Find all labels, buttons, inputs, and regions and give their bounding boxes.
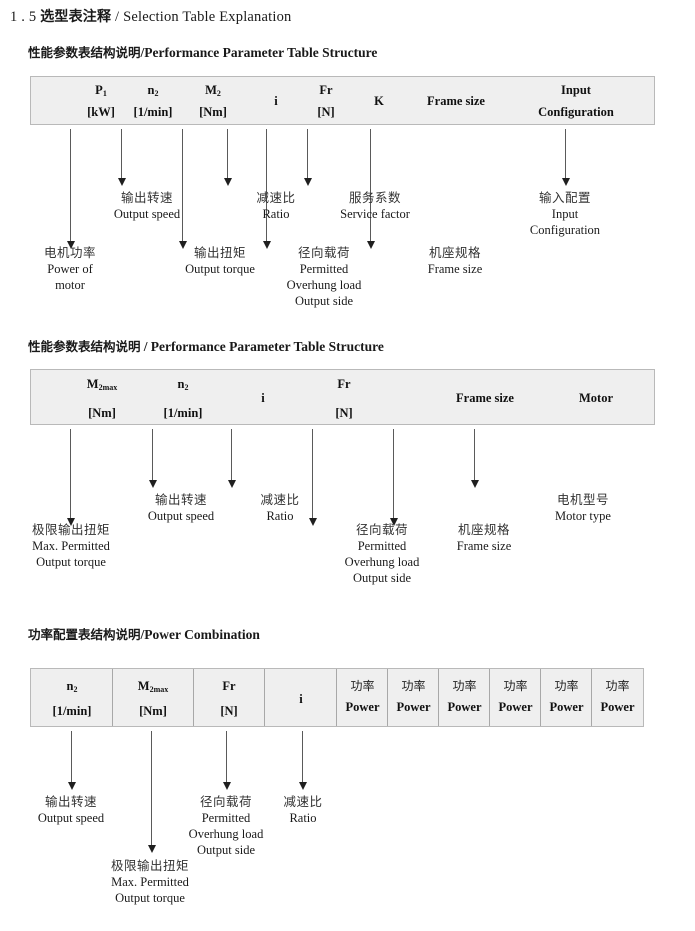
annotation-input-configuration: 输入配置 Input Configuration: [529, 190, 601, 237]
section-1-title-en: Performance Parameter Table Structure: [144, 45, 378, 60]
arrow-to-output-speed-3: [67, 731, 76, 790]
arrow-to-max-permitted-output-torque: [66, 429, 75, 526]
annotation-max-permitted-output-torque-3: 极限输出扭矩 Max. Permitted Output torque: [110, 858, 190, 905]
arrow-to-output-speed-2: [148, 429, 157, 488]
table3-col-power-1: 功率 Power: [345, 679, 380, 714]
arrow-to-overhung-load-3: [222, 731, 231, 790]
section-1-title-cn: 性能参数表结构说明: [28, 45, 141, 60]
table3-divider-7: [489, 669, 490, 726]
table3-col-n2: n2 [1/min]: [52, 679, 92, 719]
table1-col-input-configuration: Input Configuration: [538, 83, 614, 120]
performance-parameter-table-1: P1 [kW] n2 [1/min] M2 [Nm] i Fr [N] K Fr…: [30, 76, 655, 125]
table3-divider-4: [336, 669, 337, 726]
table2-col-motor: Motor: [578, 391, 613, 405]
section-2-title-cn: 性能参数表结构说明: [28, 339, 141, 354]
annotation-ratio: 减速比 Ratio: [256, 190, 296, 221]
annotation-frame-size: 机座规格 Frame size: [427, 245, 483, 276]
section-2-title: 性能参数表结构说明 / Performance Parameter Table …: [28, 336, 384, 355]
section-number: 1 . 5: [10, 9, 37, 25]
annotation-motor-type: 电机型号 Motor type: [555, 492, 611, 523]
arrow-to-motor-type: [470, 429, 479, 488]
section-3-title-en: Power Combination: [144, 627, 260, 642]
table3-col-fr: Fr [N]: [220, 679, 238, 719]
page-title-en: Selection Table Explanation: [123, 9, 292, 25]
arrow-to-power-of-motor: [66, 129, 75, 249]
table3-col-power-3: 功率 Power: [447, 679, 482, 714]
table1-col-p1: P1 [kW]: [87, 83, 115, 120]
table1-col-n2: n2 [1/min]: [133, 83, 173, 120]
section-1-title-sep: /: [140, 45, 145, 60]
table3-divider-5: [387, 669, 388, 726]
arrow-to-service-factor: [303, 129, 312, 186]
page-title-cn: 选型表注释: [40, 9, 112, 25]
table2-col-fr: Fr [N]: [335, 377, 353, 421]
table1-col-frame-size: Frame size: [427, 94, 485, 108]
annotation-overhung-load-3: 径向载荷 Permitted Overhung load Output side: [188, 794, 264, 857]
arrow-to-ratio-3: [298, 731, 307, 790]
table3-divider-9: [591, 669, 592, 726]
table3-col-m2max: M2max [Nm]: [137, 679, 169, 719]
annotation-max-permitted-output-torque: 极限输出扭矩 Max. Permitted Output torque: [31, 522, 111, 569]
table3-divider-2: [193, 669, 194, 726]
annotation-service-factor: 服务系数 Service factor: [340, 190, 410, 221]
annotation-ratio-3: 减速比 Ratio: [283, 794, 323, 825]
table3-divider-8: [540, 669, 541, 726]
table3-col-power-4: 功率 Power: [498, 679, 533, 714]
arrow-to-max-permitted-output-torque-3: [147, 731, 156, 853]
arrow-to-overhung-load-2: [308, 429, 317, 526]
performance-parameter-table-2: M2max [Nm] n2 [1/min] i Fr [N] Frame siz…: [30, 369, 655, 425]
annotation-power-of-motor: 电机功率 Power of motor: [43, 245, 97, 292]
table1-col-fr: Fr [N]: [317, 83, 335, 120]
annotation-output-speed-3: 输出转速 Output speed: [37, 794, 105, 825]
section-2-title-sep: /: [143, 339, 148, 354]
annotation-overhung-load-2: 径向载荷 Permitted Overhung load Output side: [344, 522, 420, 585]
table3-col-power-5: 功率 Power: [549, 679, 584, 714]
table2-col-frame-size: Frame size: [456, 391, 514, 405]
section-1-title: 性能参数表结构说明/Performance Parameter Table St…: [28, 42, 377, 61]
page-title: 1 . 5 选型表注释 / Selection Table Explanatio…: [10, 6, 292, 26]
section-3-title-cn: 功率配置表结构说明: [28, 627, 141, 642]
section-2-title-en: Performance Parameter Table Structure: [150, 339, 384, 354]
table3-col-power-6: 功率 Power: [600, 679, 635, 714]
table3-divider-3: [264, 669, 265, 726]
annotation-frame-size-2: 机座规格 Frame size: [456, 522, 512, 553]
section-3-title: 功率配置表结构说明/Power Combination: [28, 624, 260, 643]
table1-col-i: i: [274, 94, 278, 108]
power-combination-table: n2 [1/min] M2max [Nm] Fr [N] i 功率 Power …: [30, 668, 644, 727]
arrow-to-overhung-load: [262, 129, 271, 249]
annotation-ratio-2: 减速比 Ratio: [260, 492, 300, 523]
arrow-to-output-torque: [178, 129, 187, 249]
table1-col-k: K: [374, 94, 384, 108]
arrow-to-frame-size: [366, 129, 375, 249]
arrow-to-ratio: [223, 129, 232, 186]
annotation-output-torque: 输出扭矩 Output torque: [185, 245, 255, 276]
table2-col-m2max: M2max [Nm]: [86, 377, 118, 421]
annotation-overhung-load: 径向载荷 Permitted Overhung load Output side: [286, 245, 362, 308]
arrow-to-ratio-2: [227, 429, 236, 488]
table3-col-power-2: 功率 Power: [396, 679, 431, 714]
table3-divider-1: [112, 669, 113, 726]
table2-col-i: i: [261, 391, 265, 405]
annotation-output-speed: 输出转速 Output speed: [113, 190, 181, 221]
arrow-to-frame-size-2: [389, 429, 398, 526]
table1-col-m2: M2 [Nm]: [199, 83, 227, 120]
table3-divider-6: [438, 669, 439, 726]
page-title-sep: /: [115, 9, 120, 25]
section-3-title-sep: /: [140, 627, 145, 642]
table2-col-n2: n2 [1/min]: [163, 377, 203, 421]
annotation-output-speed-2: 输出转速 Output speed: [147, 492, 215, 523]
arrow-to-output-speed: [117, 129, 126, 186]
table3-col-i: i: [299, 692, 303, 706]
arrow-to-input-configuration: [561, 129, 570, 186]
